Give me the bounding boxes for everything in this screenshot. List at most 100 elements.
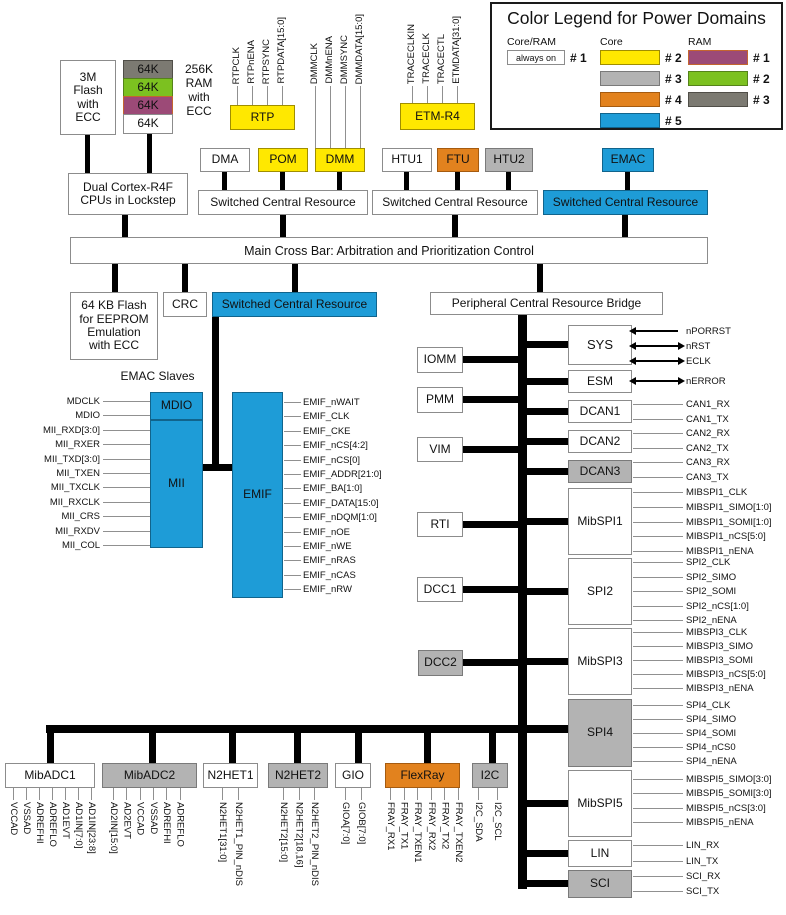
signal-line [633,674,683,675]
signal-line [633,807,683,809]
bus-crossbar-flash64 [112,264,118,292]
cpu-box: Dual Cortex-R4F CPUs in Lockstep [68,173,188,215]
arrowhead-right-icon [678,357,685,365]
pin-label: EMIF_CLK [303,411,350,423]
peripheral-bridge-box: Peripheral Central Resource Bridge [430,292,663,315]
bus-scr2-crossbar [452,215,458,237]
spi4-box: SPI4 [568,699,632,767]
signal-line [633,551,683,552]
signal-arrow-line [636,345,678,347]
pin-line [139,788,141,800]
signal-line [633,605,683,607]
pin-label: EMIF_nCAS [303,569,356,581]
signal-line [633,779,683,780]
pin-label: N2HET2[18,16] [293,802,305,868]
pin-label: MII_RXCLK [49,496,100,508]
pin-line [314,788,315,800]
pin-label: ADREFHI [34,802,45,844]
bus-mibspi1 [527,518,568,525]
bus-mii-emif [203,464,232,471]
pin-line [39,788,40,800]
signal-label: LIN_TX [686,856,719,867]
pin-line [282,86,283,105]
signal-label: MIBSPI5_nCS[3:0] [686,802,766,814]
signal-line [633,845,683,846]
i2c-box: I2C [472,763,508,788]
emac-box: EMAC [602,148,654,172]
peripheral-vertical-bus [518,315,527,889]
dcan3-box: DCAN3 [568,460,632,483]
bus-crossbar-scr4 [292,264,298,292]
rti-box: RTI [417,512,463,537]
pin-line [103,458,150,460]
signal-line [633,536,683,538]
pin-label: MII_TXD[3:0] [44,453,100,465]
spi2-box: SPI2 [568,558,632,625]
legend-color-swatch [600,113,660,128]
bus-mibspi5 [527,800,568,807]
pin-label: TRACECTL [436,33,447,84]
bus-dcc2 [463,659,518,666]
pin-line [284,531,301,533]
legend-color-swatch [600,50,660,65]
pin-line [315,86,316,148]
pin-label: GIOB[7:0] [356,802,367,845]
signal-label: MIBSPI3_SOMI [686,655,754,666]
legend-color-swatch [600,71,660,86]
pin-line [103,444,150,446]
signal-line [633,891,683,892]
signal-label: MIBSPI3_nCS[5:0] [686,669,766,680]
signal-label: SPI4_SOMI [686,728,737,739]
htu1-box: HTU1 [382,148,432,172]
pin-label: EMIF_nDQM[1:0] [303,512,377,524]
legend-color-swatch [688,92,748,107]
pin-label: N2HET2_PIN_nDIS [309,802,320,886]
pin-line [457,86,458,103]
pin-line [298,788,300,800]
pin-label: EMIF_nRAS [303,555,356,567]
signal-line [633,705,683,706]
signal-arrow-line [636,380,678,382]
signal-label: MIBSPI3_SIMO [686,641,754,652]
legend-title: Color Legend for Power Domains [507,8,766,28]
bus-sci [527,880,568,887]
pin-line [284,560,301,562]
legend-domain-number: # 4 [665,92,682,107]
pin-label: EMIF_ADDR[21:0] [303,469,382,480]
pin-label: AD1IN[23:8] [86,802,97,854]
pin-label: FRAY_RX1 [385,802,396,851]
pin-label: ETMDATA[31:0] [451,16,462,84]
signal-label: CAN2_TX [686,443,729,454]
pin-line [166,788,168,800]
pin-label: I2C_SDA [473,802,484,842]
pin-label: MII_CRS [61,511,100,523]
pin-line [26,788,27,800]
legend-swatch-row: # 5 [600,113,682,128]
pin-line [267,86,268,105]
pin-line [126,788,128,800]
signal-label: CAN3_TX [686,472,729,483]
signal-label: SPI4_SIMO [686,714,737,725]
arrowhead-left-icon [629,357,636,365]
pin-label: VCCAD [134,802,146,836]
bus-flexray [424,733,431,763]
signal-line [633,506,683,508]
signal-label: MIBSPI1_SOMI[1:0] [686,516,772,528]
pin-line [103,545,150,546]
pin-line [252,86,253,105]
pin-label: GIOA[7:0] [340,802,351,845]
legend-swatch-row: # 3 [688,92,770,107]
pin-line [284,430,301,432]
pin-label: AD1EVT [60,802,71,839]
legend-swatch-row: # 4 [600,92,682,107]
pin-label: RTPSYNC [261,38,272,84]
signal-label: CAN2_RX [686,428,730,439]
bus-htu1-scr [404,172,409,190]
pin-line [458,788,459,800]
signal-label: MIBSPI1_CLK [686,487,748,498]
signal-label: SPI2_SIMO [686,571,737,583]
main-crossbar: Main Cross Bar: Arbitration and Prioriti… [70,237,708,264]
pin-line [430,788,432,800]
mibadc2-box: MibADC2 [102,763,197,788]
bus-htu2-scr [506,172,511,190]
